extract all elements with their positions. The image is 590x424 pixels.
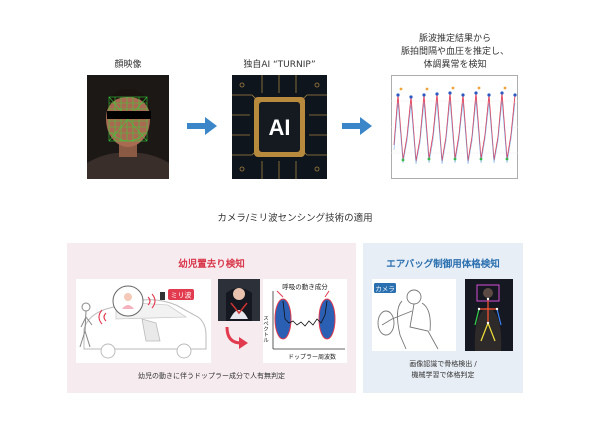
driver-illustration: カメラ xyxy=(372,279,456,351)
doppler-x-axis-label: ドップラー周波数 xyxy=(287,354,336,361)
breath-component-label: 呼吸の動き成分 xyxy=(282,283,328,291)
ai-chip-text: AI xyxy=(269,115,291,140)
child-seat-photo xyxy=(218,279,260,321)
spectrum-y-axis-label: スペクトル xyxy=(262,315,268,343)
airbag-physique-panel: エアバッグ制御用体格検知 カメラ xyxy=(363,243,523,393)
airbag-caption-line-2: 機械学習で体格判定 xyxy=(411,371,475,379)
ai-chip-image: AI xyxy=(232,75,327,179)
child-detection-caption: 幼児の動きに伴うドップラー成分で人有無判定 xyxy=(138,372,285,380)
doppler-spectrum-graph: 呼吸の動き成分 スペクトル ドップラー周波数 xyxy=(262,279,347,363)
skeleton-detection-photo xyxy=(465,279,513,351)
face-image xyxy=(87,75,169,179)
radar-tag: ミリ波 xyxy=(171,291,192,300)
airbag-caption-line-1: 画像認識で骨格検出 / xyxy=(409,360,477,368)
arrow-right-icon xyxy=(187,117,217,135)
ai-turnip-label: 独自AI “TURNIP” xyxy=(243,60,316,70)
camera-tag: カメラ xyxy=(375,285,395,293)
car-illustration: ミリ波 xyxy=(76,279,211,363)
airbag-caption: 画像認識で骨格検出 / 機械学習で体格判定 xyxy=(363,359,523,381)
result-line-2: 脈拍間隔や血圧を推定し、 xyxy=(400,47,509,57)
curved-arrow-icon xyxy=(225,326,248,349)
panel-heading-child-detection: 幼児置去り検知 xyxy=(178,259,245,270)
panel-heading-airbag: エアバッグ制御用体格検知 xyxy=(386,259,500,270)
result-line-1: 脈波推定結果から xyxy=(418,34,491,44)
pulse-wave-graph xyxy=(391,75,518,179)
pulse-trace-blue xyxy=(393,100,516,165)
result-description: 脈波推定結果から 脈拍間隔や血圧を推定し、 体調異常を検知 xyxy=(376,33,534,72)
arrow-right-icon xyxy=(342,117,372,135)
result-line-3: 体調異常を検知 xyxy=(423,60,487,70)
section-title: カメラ/ミリ波センシング技術の適用 xyxy=(217,213,373,224)
child-left-behind-panel: 幼児置去り検知 xyxy=(67,243,356,393)
face-video-label: 顔映像 xyxy=(114,60,142,70)
